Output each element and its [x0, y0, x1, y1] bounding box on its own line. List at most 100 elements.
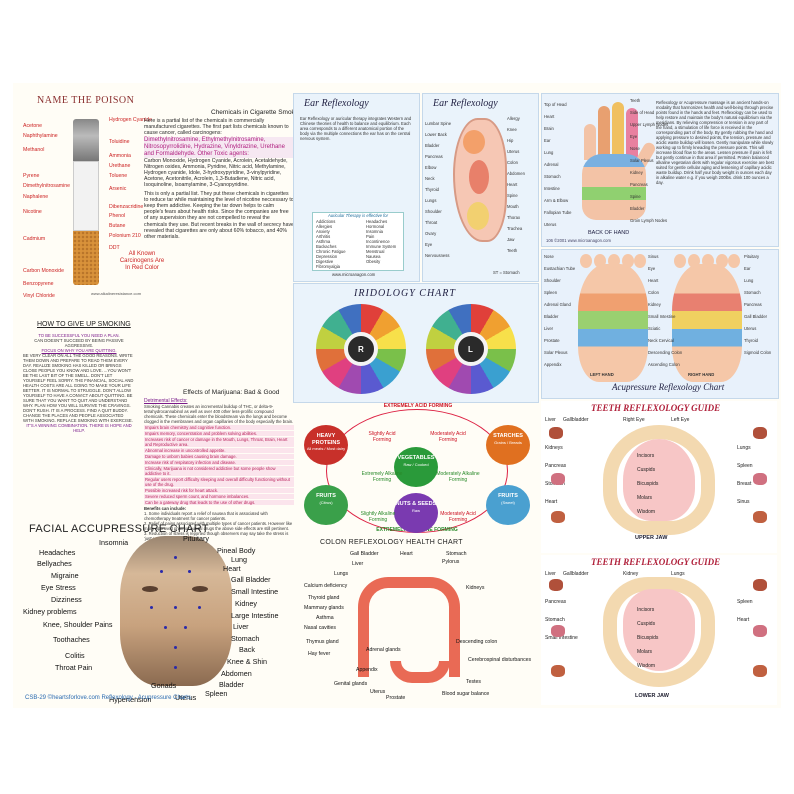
toxic-agents-list: Carbon Monoxide, Hydrogen Cyanide, Acrol… [144, 157, 288, 189]
foot-point-label: Adrenal Gland [544, 302, 571, 307]
tooth-label: Molars [637, 649, 653, 655]
colon-point-label: Thyroid gland [308, 595, 340, 601]
quit-lead2: CAN DOESN'T SUCCEED BY BEING PASSIVE AGG… [34, 338, 124, 348]
poison-chemical-label: Toluidine [109, 139, 130, 145]
ear-point-label: Shoulder [425, 209, 442, 214]
poison-chemical-label: Hydrogen Cyanide [109, 117, 152, 123]
quit-lead: TO BE SUCCESSFUL YOU NEED A PLAN. [38, 333, 120, 338]
tooth-label: Wisdom [637, 663, 656, 669]
facial-point-label: Eye Stress [41, 583, 76, 592]
conditions-box: Auricular Therapy is effective for Addic… [312, 212, 404, 271]
poison-chemical-label: Nicotine [23, 209, 42, 215]
ear-point-label: Thyroid [425, 187, 439, 192]
ear-point-label: Mouth [507, 204, 519, 209]
facial-point-label: Kidney problems [23, 607, 77, 616]
colon-point-label: Gall Bladder [350, 551, 379, 557]
hand-point-label: Side of Head [630, 110, 655, 115]
colon-point-label: Appendix [356, 667, 378, 673]
tooth-label: Incisors [637, 453, 655, 459]
facial-point-label: Abdomen [221, 669, 252, 678]
facial-point-label: Colitis [65, 651, 85, 660]
hand-point-label: Groin Lymph Nodes [630, 218, 668, 223]
colon-point-label: Heart [400, 551, 413, 557]
poison-title: NAME THE POISON [37, 95, 135, 106]
foot-point-label: Uterus [744, 326, 757, 331]
colon-point-label: Uterus [370, 689, 386, 695]
tooth-label: Breast [737, 481, 752, 487]
hand-point-label: Spine [630, 194, 641, 199]
foot-point-label: Pituitary [744, 254, 760, 259]
foot-point-label: Appendix [544, 362, 562, 367]
hand-point-label: Brain [544, 126, 554, 131]
colon-illustration [358, 577, 460, 677]
tooth-label: Wisdom [637, 509, 656, 515]
teeth-lower-title: TEETH REFLEXOLOGY GUIDE [591, 557, 721, 567]
effect-item: Increase risk of respiratory infection a… [144, 460, 294, 465]
colon-point-label: Thymus gland [306, 639, 339, 645]
foot-point-label: Colon [648, 290, 659, 295]
chemicals-title: Chemicals in Cigarette Smoke [211, 109, 299, 116]
tooth-label: Cuspids [637, 467, 656, 473]
tooth-label: Incisors [637, 607, 655, 613]
foot-point-label: Sinus [648, 254, 659, 259]
colon-point-label: Asthma [316, 615, 334, 621]
tooth-label: Gallbladder [563, 571, 589, 577]
facial-point-label: Kidney [235, 599, 257, 608]
foot-point-label: Gall Bladder [744, 314, 768, 319]
food-group-blob: FRUITS(Sweet) [486, 485, 530, 525]
face-photo [120, 536, 232, 686]
ear-reflexology-text-panel: Ear Reflexology Ear Reflexology or auric… [293, 93, 420, 282]
hand-copyright: 106 ©2001 www.microanagon.com [546, 238, 612, 243]
hand-point-label: Uterus [544, 222, 557, 227]
left-iris [426, 304, 516, 394]
facial-point-label: Gall Bladder [231, 575, 271, 584]
food-group-name: HEAVY PROTEINS [311, 433, 341, 446]
poison-chemical-label: Phenol [109, 213, 126, 219]
colon-point-label: Prostate [386, 695, 406, 701]
poison-chemical-label: Acetone [23, 123, 43, 129]
facial-point-label: Knee & Shin [227, 657, 267, 666]
condition-item: Digestive [316, 259, 334, 264]
tooth-label: Stomach [545, 617, 565, 623]
colon-point-label: Calcium deficiency [304, 583, 348, 589]
tooth-label: Kidneys [545, 445, 563, 451]
detrimental-heading: Detrimental Effects: [144, 398, 188, 404]
ear-left-body: Ear Reflexology or auricular therapy int… [300, 116, 412, 141]
colon-point-label: Hay fever [308, 651, 331, 657]
poison-chemical-label: Ammonia [109, 153, 131, 159]
benefit-item: 2. Relief of pains associated with multi… [144, 521, 293, 531]
food-group-blob: FRUITS(Citrus) [304, 485, 348, 525]
food-group-name: FRUITS [316, 493, 336, 499]
acid-alkaline-label: Moderately Acid Forming [440, 511, 476, 523]
ear-point-label: Uterus [507, 149, 520, 154]
acid-alkaline-label: Slightly Alkaline Forming [360, 511, 396, 523]
colon-point-label: Nasal cavities [304, 625, 337, 631]
hand-point-label: Intestine [544, 186, 560, 191]
ear-point-label: Abdomen [507, 171, 525, 176]
teeth-upper-title: TEETH REFLEXOLOGY GUIDE [591, 403, 721, 413]
tooth-label: Kidney [623, 571, 639, 577]
chemicals-body: Here is a partial list of the chemicals … [144, 118, 294, 240]
tooth-label: Lungs [671, 571, 685, 577]
hand-point-label: Adrenal [544, 162, 559, 167]
facial-point-label: Pineal Body [217, 546, 256, 555]
food-group-sub: Raw / Cooked [403, 461, 429, 467]
colon-point-label: Cerebrospinal disturbances [468, 657, 532, 663]
hand-point-label: Nose [630, 146, 640, 151]
hand-point-label: Pancreas [630, 182, 648, 187]
tooth-label: Left Eye [671, 417, 690, 423]
facial-point-label: Hypertension [109, 695, 152, 704]
hand-text: Reflexology or Acupressure massage is an… [656, 100, 774, 185]
marijuana-body: Detrimental Effects: Smoking Cannabis cr… [144, 399, 294, 541]
ear-point-label: Hip [507, 138, 514, 143]
foot-point-label: Ear [744, 266, 751, 271]
facial-point-label: Migraine [51, 571, 79, 580]
hand-point-label: Teeth [630, 98, 641, 103]
condition-item: Insomnia [366, 229, 383, 234]
foot-point-label: Lung [744, 278, 754, 283]
marijuana-title: Effects of Marijuana: Bad & Good [183, 389, 280, 396]
effect-item: Impairs memory, concentration and proble… [144, 431, 294, 436]
left-foot-illustration [578, 254, 648, 382]
facial-point-label: Small Intestine [231, 587, 279, 596]
